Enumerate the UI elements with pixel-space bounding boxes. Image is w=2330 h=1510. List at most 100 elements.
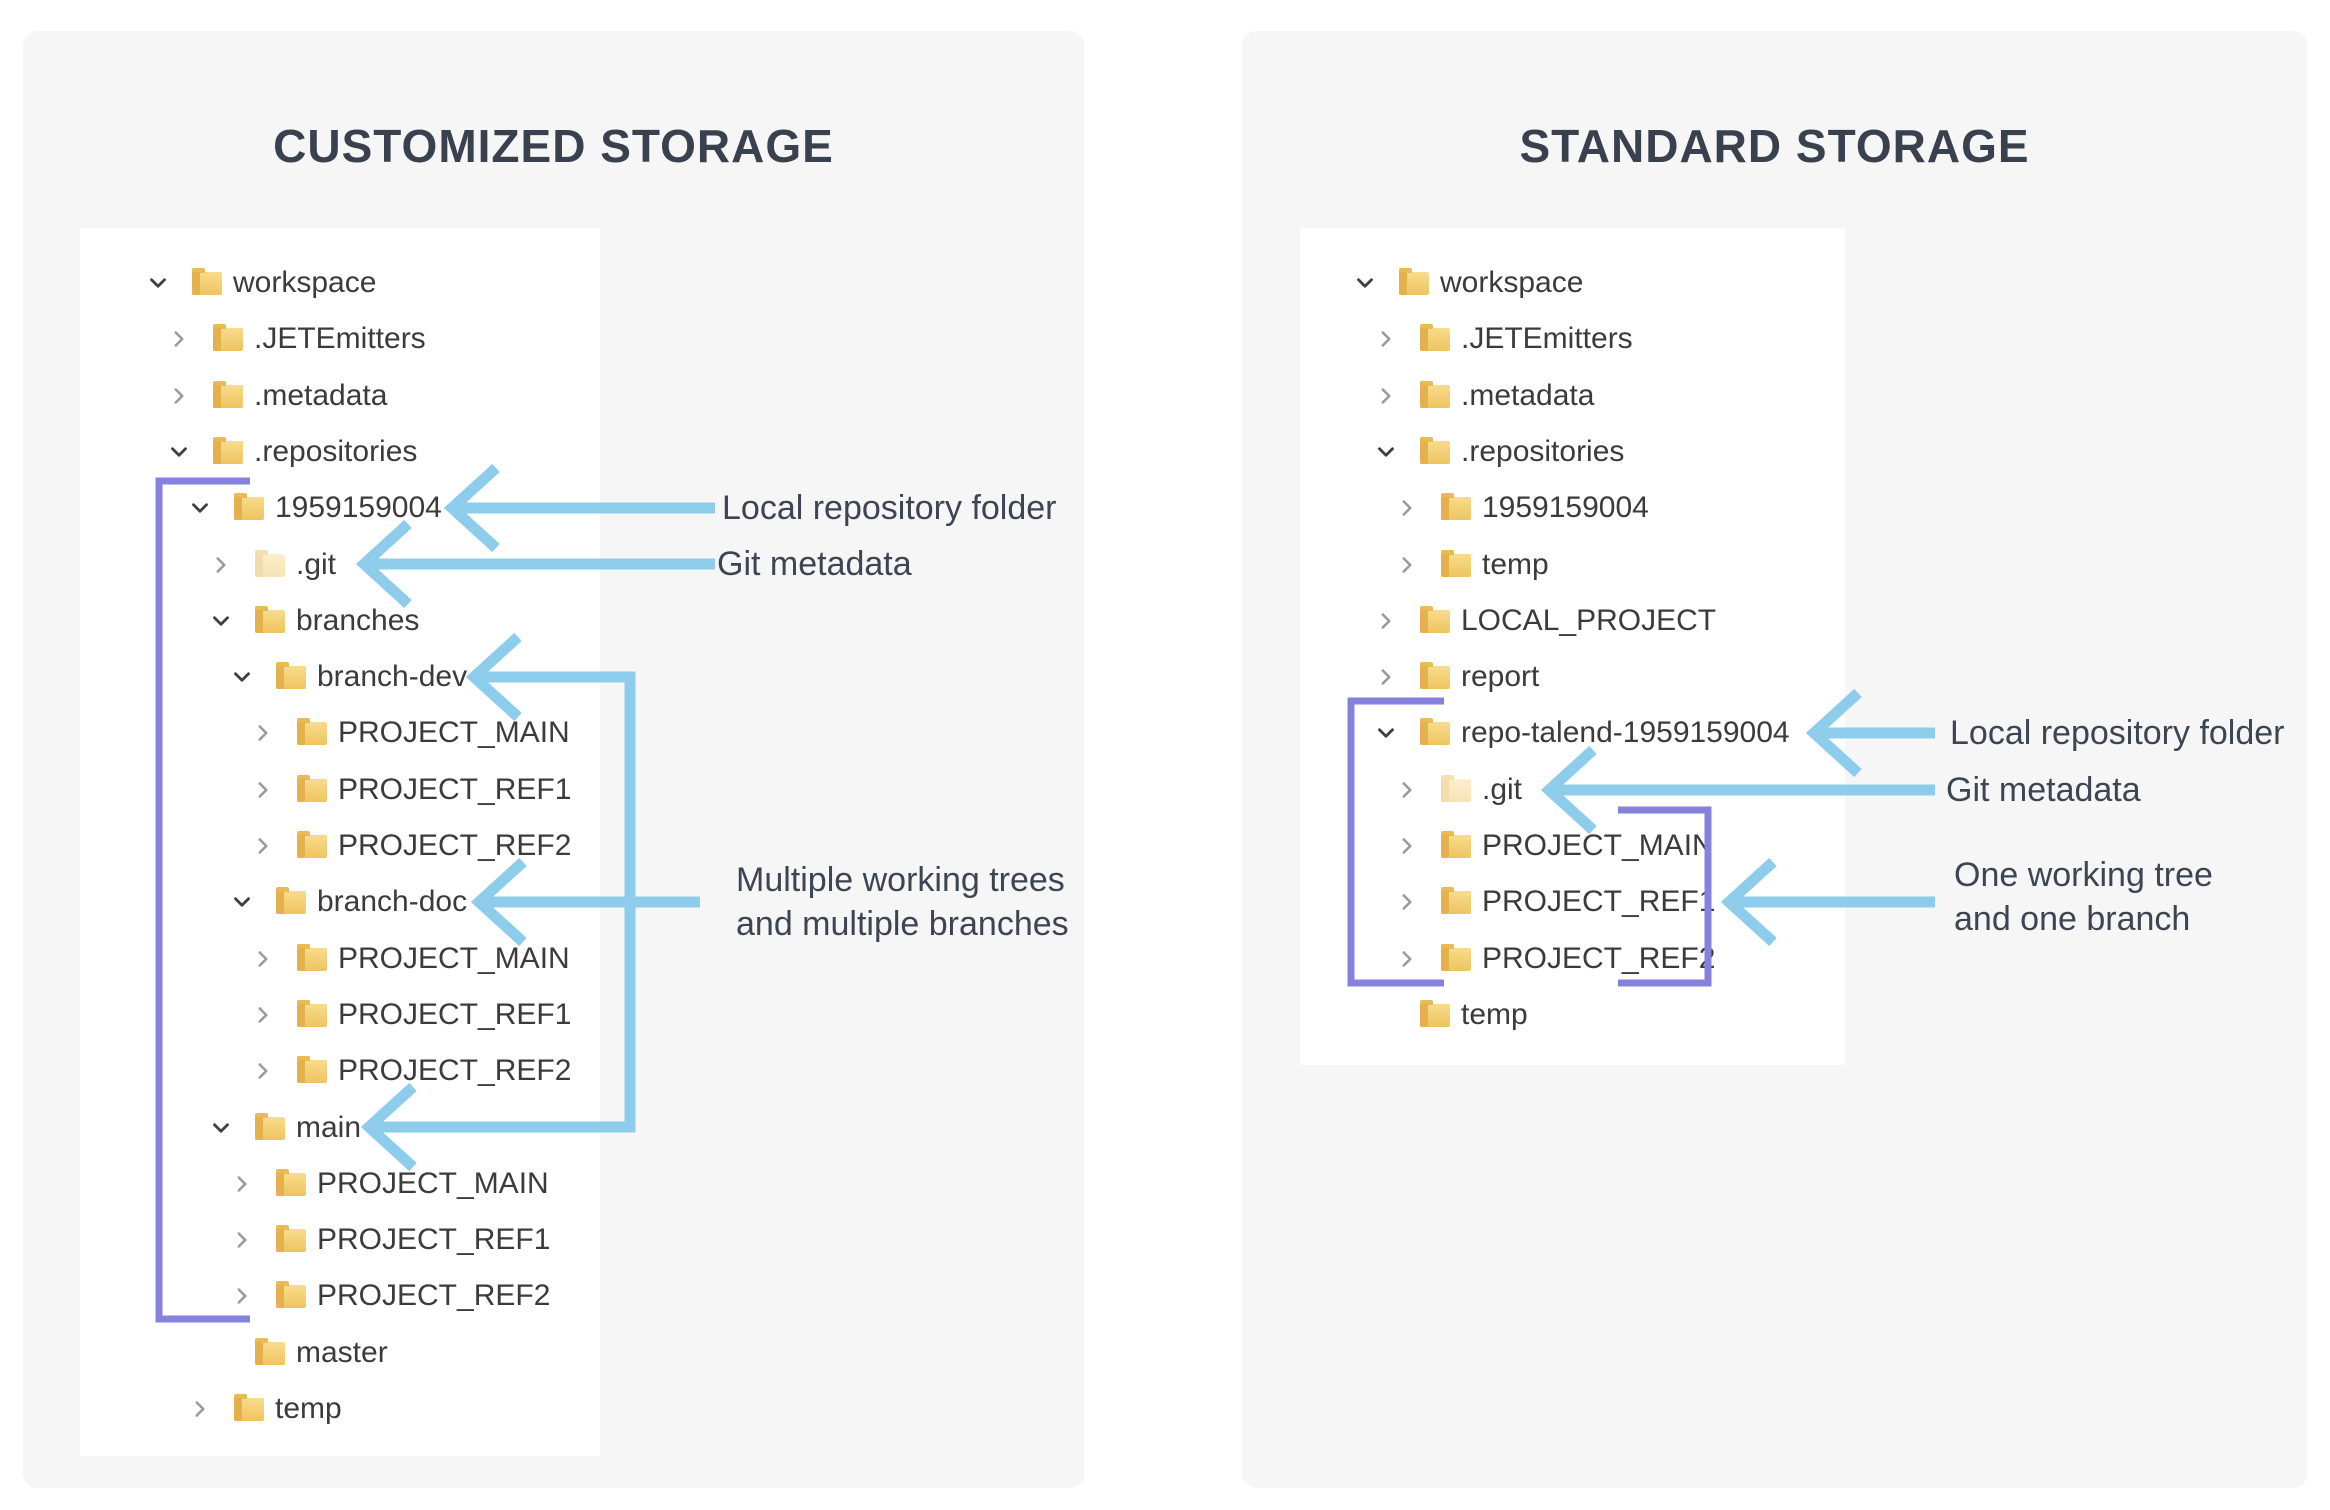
tree-row--metadata[interactable]: .metadata: [1300, 368, 1845, 424]
chevron-down-icon[interactable]: [1373, 439, 1399, 465]
tree-item-label: .repositories: [254, 435, 418, 468]
chevron-right-icon[interactable]: [250, 1058, 276, 1084]
customized-storage-title: CUSTOMIZED STORAGE: [273, 120, 834, 172]
tree-row-project-ref2[interactable]: PROJECT_REF2: [80, 1043, 600, 1099]
tree-row--metadata[interactable]: .metadata: [80, 368, 600, 424]
tree-row-branch-dev[interactable]: branch-dev: [80, 649, 600, 705]
tree-item-label: temp: [1482, 548, 1549, 581]
tree-row--jetemitters[interactable]: .JETEmitters: [1300, 311, 1845, 367]
tree-row--repositories[interactable]: .repositories: [1300, 424, 1845, 480]
chevron-right-icon[interactable]: [250, 946, 276, 972]
tree-row-repo-talend-1959159004[interactable]: repo-talend-1959159004: [1300, 705, 1845, 761]
tree-row-workspace[interactable]: workspace: [1300, 255, 1845, 311]
chevron-down-icon[interactable]: [229, 889, 255, 915]
tree-item-label: report: [1461, 660, 1540, 693]
folder-icon: [297, 1056, 327, 1083]
folder-icon: [297, 944, 327, 971]
chevron-right-icon[interactable]: [166, 383, 192, 409]
tree-row--git[interactable]: .git: [80, 537, 600, 593]
tree-row-branch-doc[interactable]: branch-doc: [80, 874, 600, 930]
tree-row-project-main[interactable]: PROJECT_MAIN: [80, 705, 600, 761]
tree-row-1959159004[interactable]: 1959159004: [80, 480, 600, 536]
chevron-right-icon[interactable]: [250, 833, 276, 859]
annotation-git-meta-left: Git metadata: [717, 545, 912, 583]
chevron-right-icon[interactable]: [229, 1283, 255, 1309]
chevron-right-icon[interactable]: [1394, 552, 1420, 578]
folder-icon: [1441, 887, 1471, 914]
tree-row-project-ref1[interactable]: PROJECT_REF1: [80, 987, 600, 1043]
tree-row-local-project[interactable]: LOCAL_PROJECT: [1300, 593, 1845, 649]
chevron-down-icon[interactable]: [187, 495, 213, 521]
chevron-right-icon[interactable]: [1394, 495, 1420, 521]
tree-item-label: master: [296, 1336, 388, 1369]
chevron-right-icon[interactable]: [1373, 608, 1399, 634]
tree-item-label: .git: [296, 548, 337, 581]
tree-row-project-ref2[interactable]: PROJECT_REF2: [1300, 931, 1845, 987]
tree-row-workspace[interactable]: workspace: [80, 255, 600, 311]
chevron-down-icon[interactable]: [208, 608, 234, 634]
chevron-right-icon[interactable]: [1373, 383, 1399, 409]
tree-item-label: PROJECT_REF1: [338, 773, 572, 806]
chevron-right-icon[interactable]: [250, 720, 276, 746]
tree-row-project-ref1[interactable]: PROJECT_REF1: [80, 762, 600, 818]
chevron-right-icon[interactable]: [229, 1227, 255, 1253]
folder-icon: [234, 493, 264, 520]
standard-storage-title: STANDARD STORAGE: [1519, 120, 2030, 172]
tree-row-project-main[interactable]: PROJECT_MAIN: [80, 931, 600, 987]
chevron-right-icon[interactable]: [187, 1396, 213, 1422]
folder-icon: [255, 550, 285, 577]
chevron-right-icon[interactable]: [208, 552, 234, 578]
tree-item-label: PROJECT_REF2: [338, 829, 572, 862]
tree-row--jetemitters[interactable]: .JETEmitters: [80, 311, 600, 367]
tree-row--repositories[interactable]: .repositories: [80, 424, 600, 480]
tree-item-label: PROJECT_MAIN: [1482, 829, 1714, 862]
tree-row-project-ref1[interactable]: PROJECT_REF1: [80, 1212, 600, 1268]
chevron-down-icon[interactable]: [1352, 270, 1378, 296]
folder-icon: [1420, 662, 1450, 689]
tree-item-label: main: [296, 1111, 362, 1144]
chevron-right-icon[interactable]: [1394, 833, 1420, 859]
tree-row-project-ref2[interactable]: PROJECT_REF2: [80, 1268, 600, 1324]
annotation-one-working-tree: One working tree and one branch: [1954, 853, 2213, 941]
annotation-local-repo-right: Local repository folder: [1950, 714, 2285, 752]
chevron-right-icon[interactable]: [250, 1002, 276, 1028]
annotation-line: One working tree: [1954, 856, 2213, 894]
folder-icon: [213, 324, 243, 351]
chevron-down-icon[interactable]: [166, 439, 192, 465]
tree-item-label: workspace: [233, 266, 377, 299]
chevron-right-icon[interactable]: [166, 326, 192, 352]
folder-icon: [1420, 606, 1450, 633]
chevron-right-icon[interactable]: [1373, 326, 1399, 352]
chevron-right-icon[interactable]: [1373, 664, 1399, 690]
annotation-git-meta-right: Git metadata: [1946, 771, 2141, 809]
chevron-right-icon[interactable]: [1394, 889, 1420, 915]
chevron-down-icon[interactable]: [145, 270, 171, 296]
tree-row-temp[interactable]: temp: [1300, 537, 1845, 593]
tree-row-project-main[interactable]: PROJECT_MAIN: [1300, 818, 1845, 874]
tree-row-report[interactable]: report: [1300, 649, 1845, 705]
tree-row-master[interactable]: master: [80, 1325, 600, 1381]
tree-row-project-main[interactable]: PROJECT_MAIN: [80, 1156, 600, 1212]
tree-row-1959159004[interactable]: 1959159004: [1300, 480, 1845, 536]
folder-icon: [213, 381, 243, 408]
chevron-down-icon[interactable]: [229, 664, 255, 690]
folder-icon: [1399, 268, 1429, 295]
chevron-down-icon[interactable]: [208, 1115, 234, 1141]
folder-icon: [1420, 1000, 1450, 1027]
annotation-line: and one branch: [1954, 900, 2191, 938]
tree-row-main[interactable]: main: [80, 1100, 600, 1156]
tree-row-temp[interactable]: temp: [1300, 987, 1845, 1043]
chevron-right-icon[interactable]: [1394, 777, 1420, 803]
chevron-right-icon[interactable]: [1394, 946, 1420, 972]
tree-item-label: PROJECT_MAIN: [338, 942, 570, 975]
tree-row-temp[interactable]: temp: [80, 1381, 600, 1437]
tree-row--git[interactable]: .git: [1300, 762, 1845, 818]
chevron-down-icon[interactable]: [1373, 720, 1399, 746]
tree-item-label: workspace: [1440, 266, 1584, 299]
chevron-right-icon[interactable]: [250, 777, 276, 803]
tree-row-project-ref2[interactable]: PROJECT_REF2: [80, 818, 600, 874]
tree-row-branches[interactable]: branches: [80, 593, 600, 649]
folder-icon: [192, 268, 222, 295]
tree-row-project-ref1[interactable]: PROJECT_REF1: [1300, 874, 1845, 930]
chevron-right-icon[interactable]: [229, 1171, 255, 1197]
